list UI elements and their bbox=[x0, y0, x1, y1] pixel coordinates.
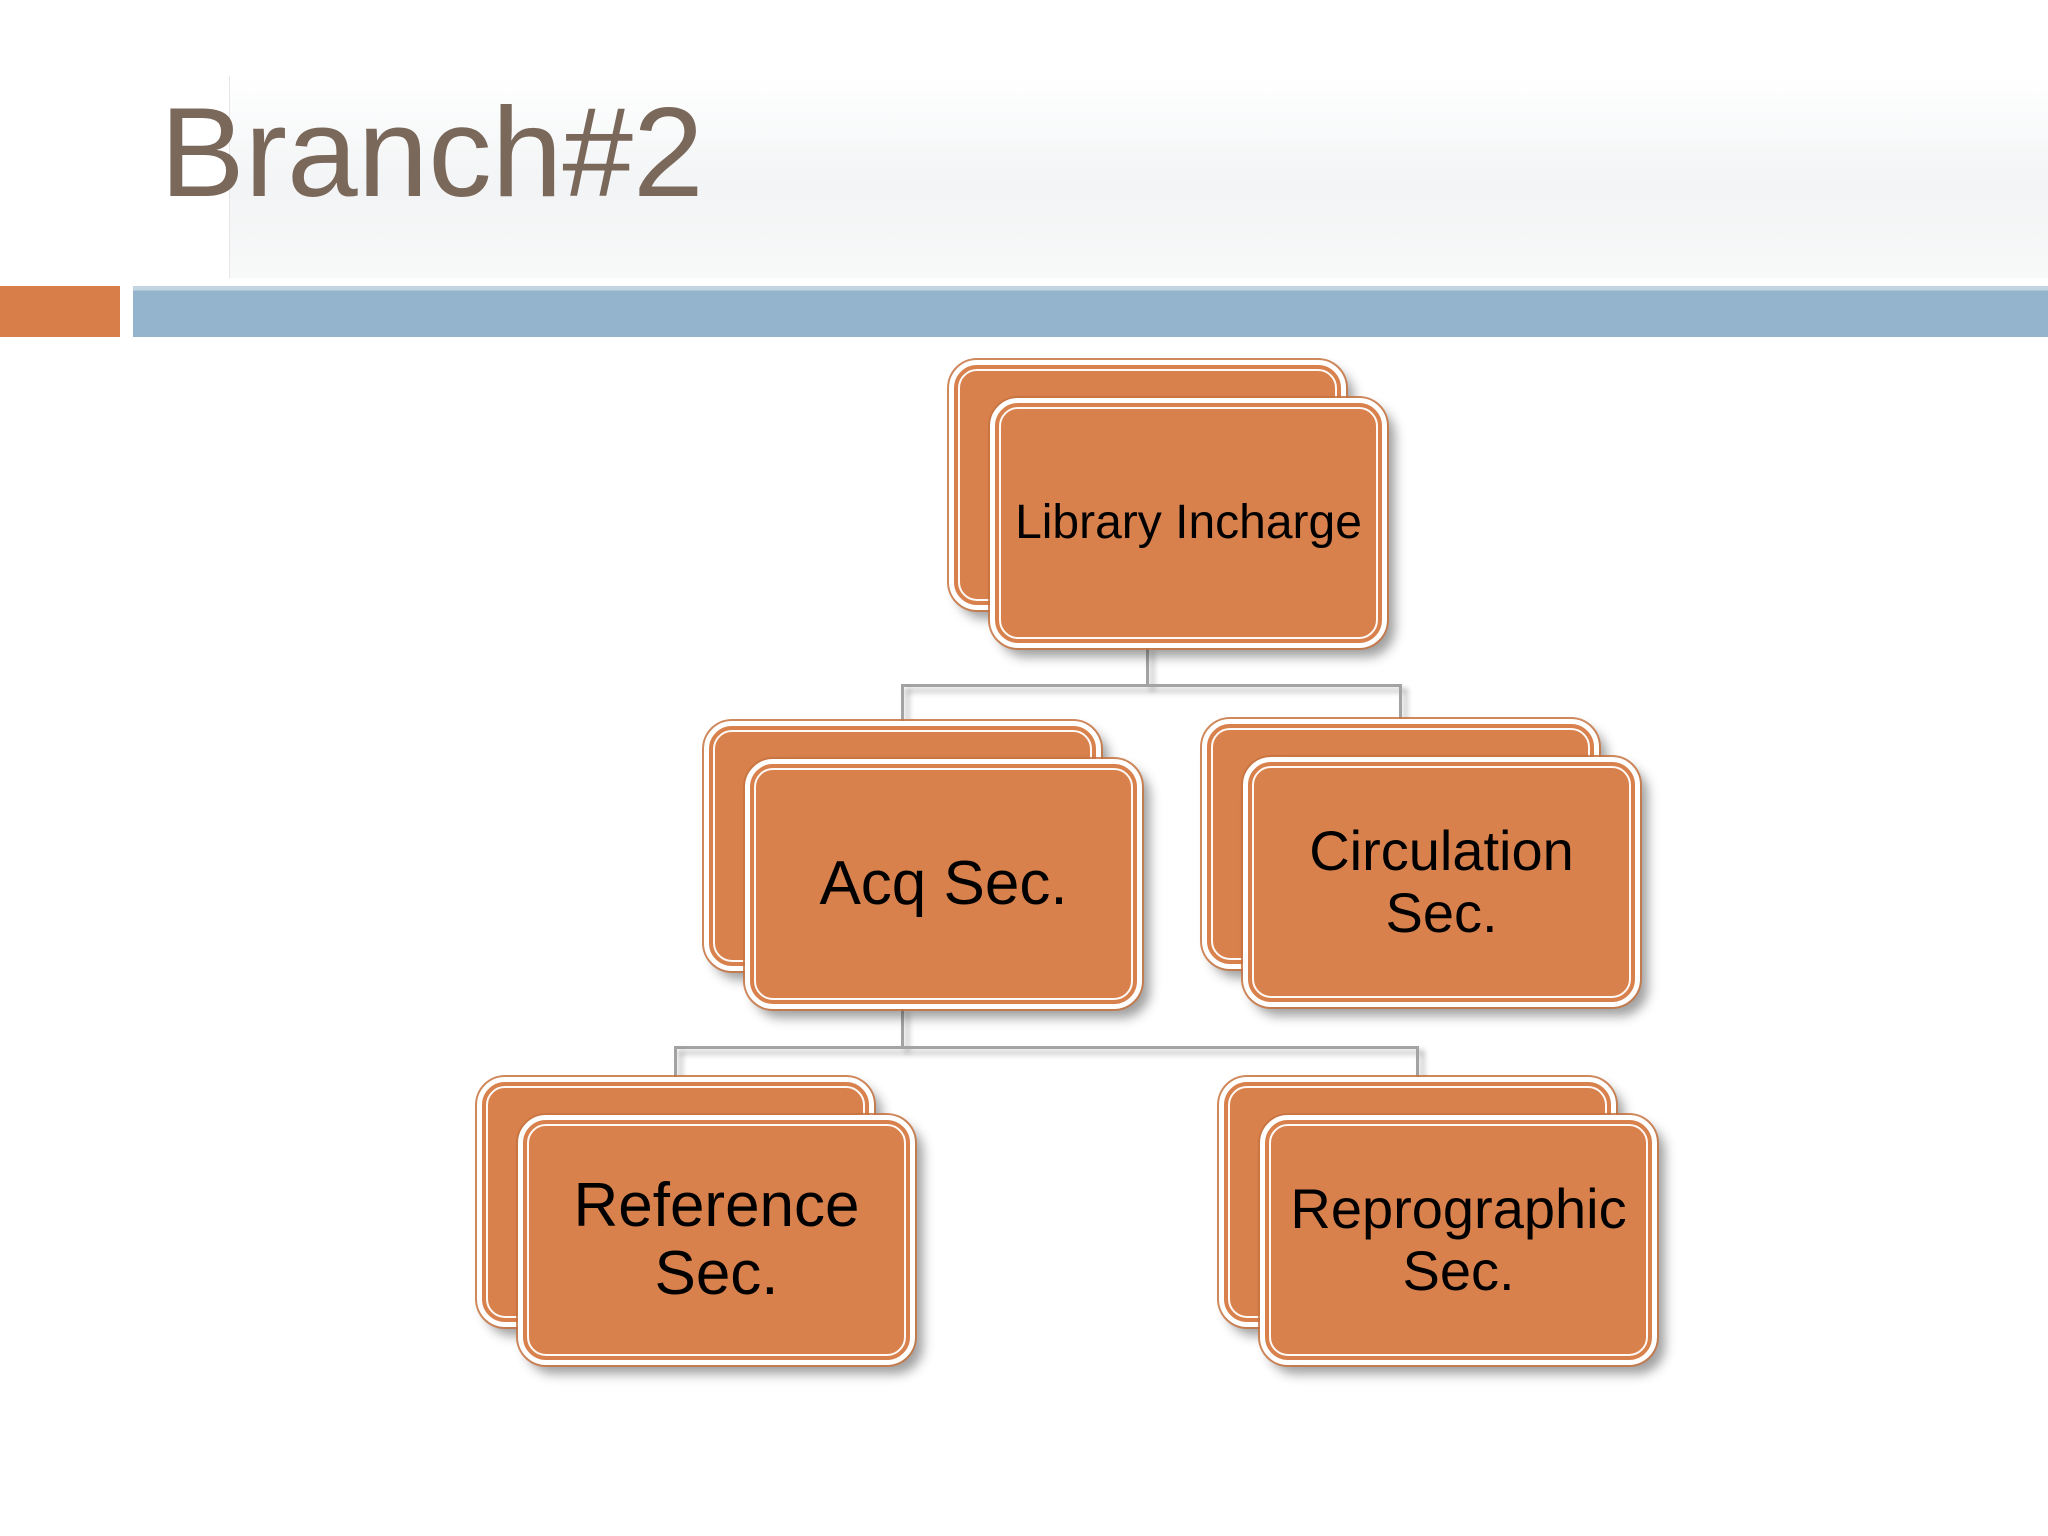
connector-reference-drop bbox=[674, 1046, 677, 1079]
org-node-label: Reprographic Sec. bbox=[1290, 1177, 1627, 1302]
org-node-circulation-sec[interactable]: Circulation Sec. bbox=[1243, 757, 1640, 1007]
accent-bar-blue bbox=[133, 286, 2048, 337]
title-panel bbox=[229, 76, 2048, 278]
org-node-label: Acq Sec. bbox=[819, 848, 1068, 918]
connector-circulation-drop bbox=[1399, 684, 1402, 721]
slide-title: Branch#2 bbox=[160, 81, 704, 223]
connector-row2-distributor bbox=[901, 684, 1401, 687]
org-node-reprographic-sec[interactable]: Reprographic Sec. bbox=[1260, 1115, 1657, 1365]
org-node-label: Circulation Sec. bbox=[1309, 819, 1574, 944]
connector-row3-distributor bbox=[674, 1046, 1418, 1049]
org-node-acq-sec[interactable]: Acq Sec. bbox=[745, 759, 1142, 1009]
connector-reprographic-drop bbox=[1416, 1046, 1419, 1079]
org-node-label: Reference Sec. bbox=[573, 1170, 860, 1308]
org-node-label: Library Incharge bbox=[1015, 495, 1362, 549]
org-node-reference-sec[interactable]: Reference Sec. bbox=[518, 1115, 915, 1365]
accent-bar-orange bbox=[0, 286, 120, 337]
connector-library-stub bbox=[1146, 646, 1149, 686]
org-node-library-incharge[interactable]: Library Incharge bbox=[990, 398, 1387, 648]
connector-acq-drop bbox=[901, 684, 904, 723]
connector-acq-stub bbox=[901, 1007, 904, 1048]
